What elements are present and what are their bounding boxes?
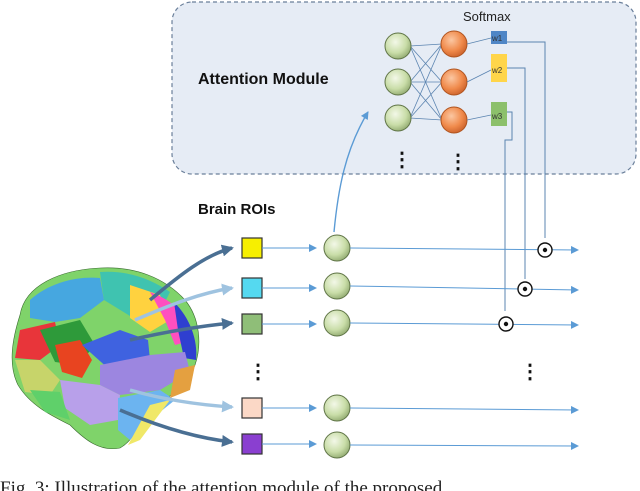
roi-feature-node-4	[323, 394, 351, 422]
feature-output-arrows	[349, 245, 579, 450]
roi-feature-node-3	[323, 309, 351, 337]
roi-box-5	[241, 433, 263, 455]
roi-box-2	[241, 277, 263, 299]
attention-module-title: Attention Module	[198, 71, 329, 88]
attention-input-node-2	[384, 68, 412, 96]
ellipsis-roi-boxes: ⋮	[248, 361, 268, 383]
weight-lines	[504, 41, 546, 311]
ellipsis-output-nodes: ⋮	[448, 151, 468, 173]
softmax-label: Softmax	[463, 9, 511, 24]
roi-box-1	[241, 237, 263, 259]
brain-rois-label: Brain ROIs	[198, 201, 276, 218]
weight-box-w2	[491, 54, 507, 82]
weight-box-w3	[491, 102, 507, 126]
ellipsis-input-nodes: ⋮	[392, 149, 412, 171]
attention-output-node-2	[440, 68, 468, 96]
weight-box-w1	[491, 31, 507, 44]
roi-feature-node-5	[323, 431, 351, 459]
figure-caption-text: Fig. 3: Illustration of the attention mo…	[0, 478, 443, 491]
multiply-symbol-3	[498, 316, 514, 332]
attention-module-diagram: Attention Module Softmax w1 w2 w3 ⋮ ⋮	[11, 1, 637, 459]
roi-box-3	[241, 313, 263, 335]
attention-output-node-1	[440, 30, 468, 58]
brain-illustration	[11, 267, 200, 450]
attention-output-node-3	[440, 106, 468, 134]
weight-label-w2: w2	[491, 66, 503, 75]
multiply-symbol-2	[517, 281, 533, 297]
attention-input-node-1	[384, 32, 412, 60]
weight-label-w3: w3	[491, 112, 503, 121]
figure-caption: Fig. 3: Illustration of the attention mo…	[0, 476, 640, 491]
roi-feature-node-2	[323, 272, 351, 300]
ellipsis-outputs: ⋮	[520, 361, 540, 383]
fc-connections	[409, 43, 443, 121]
attention-input-node-3	[384, 104, 412, 132]
roi-box-4	[241, 397, 263, 419]
multiply-symbol-1	[537, 242, 553, 258]
roi-feature-node-1	[323, 234, 351, 262]
roi-to-module-arrow	[333, 111, 369, 233]
roi-to-node-arrows	[262, 244, 317, 448]
weight-label-w1: w1	[491, 34, 503, 43]
brain-to-roi-arrows	[119, 244, 234, 447]
